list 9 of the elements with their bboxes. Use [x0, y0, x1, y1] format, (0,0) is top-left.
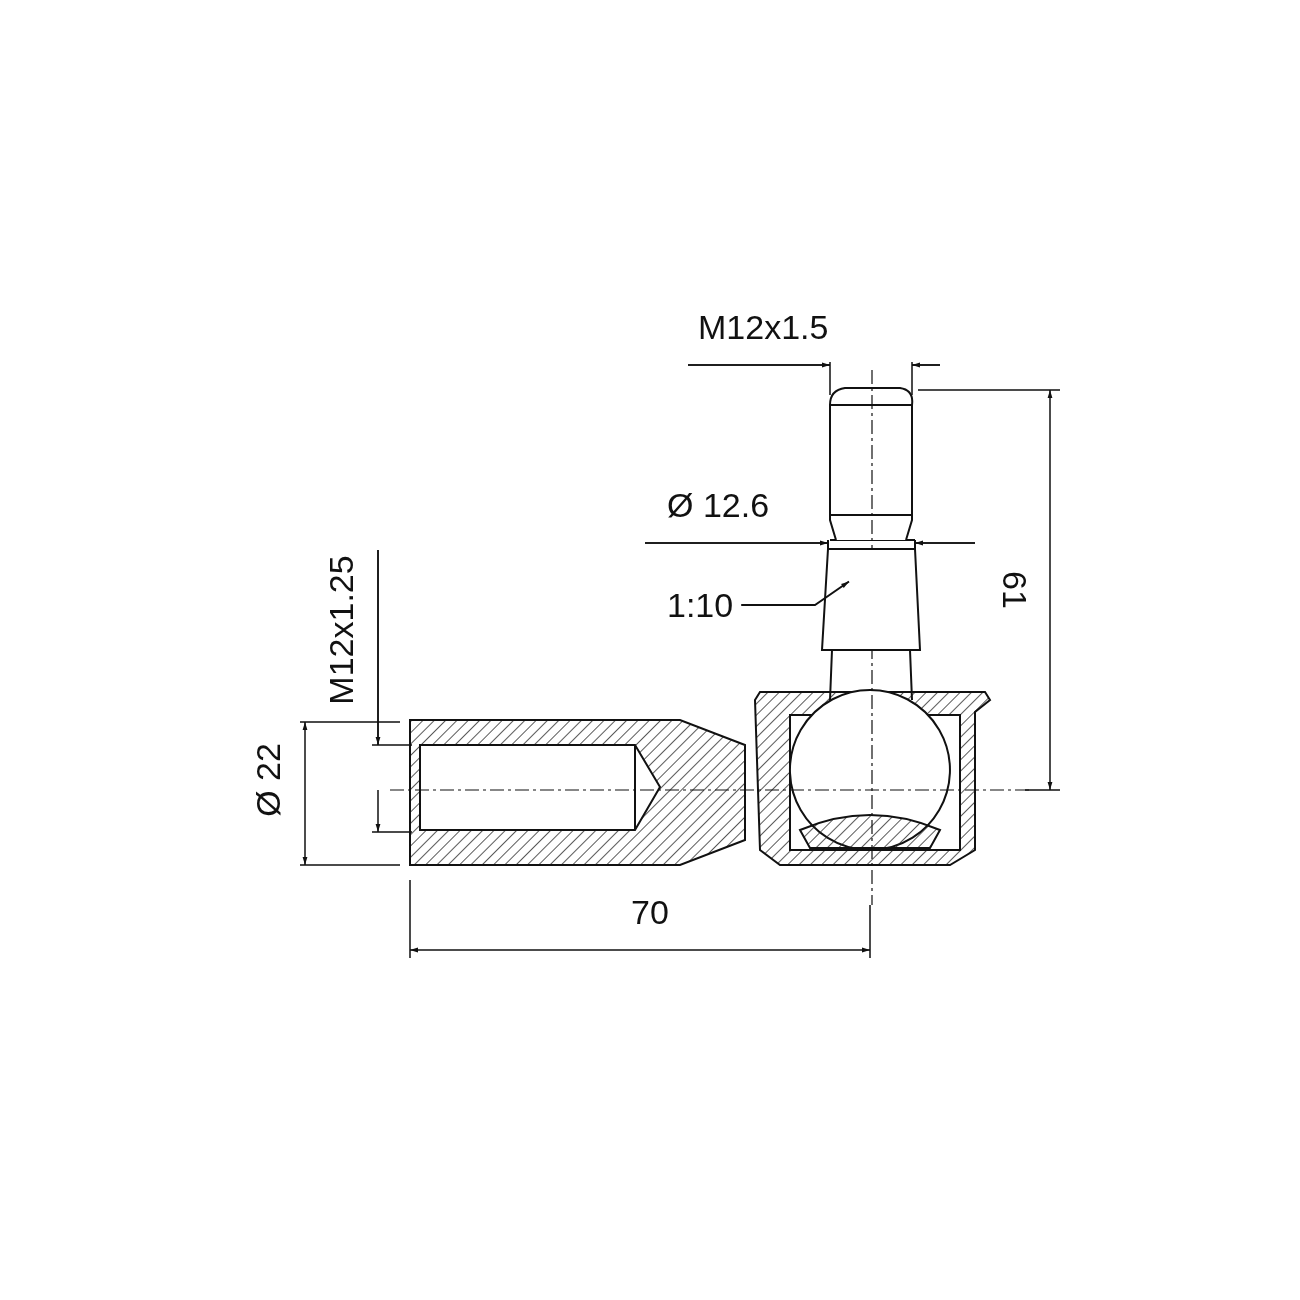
dimension-text: M12x1.25 — [323, 555, 358, 705]
dimension-text: 70 — [631, 895, 669, 929]
leader-line — [740, 580, 850, 606]
dimension-text: Ø 12.6 — [667, 488, 770, 522]
taper-ratio-text: 1:10 — [667, 588, 734, 622]
dimension-text: M12x1.5 — [698, 310, 829, 344]
dimension-text: Ø 22 — [250, 743, 285, 817]
stud-taper — [820, 548, 922, 651]
dimension-text: 61 — [997, 571, 1032, 609]
